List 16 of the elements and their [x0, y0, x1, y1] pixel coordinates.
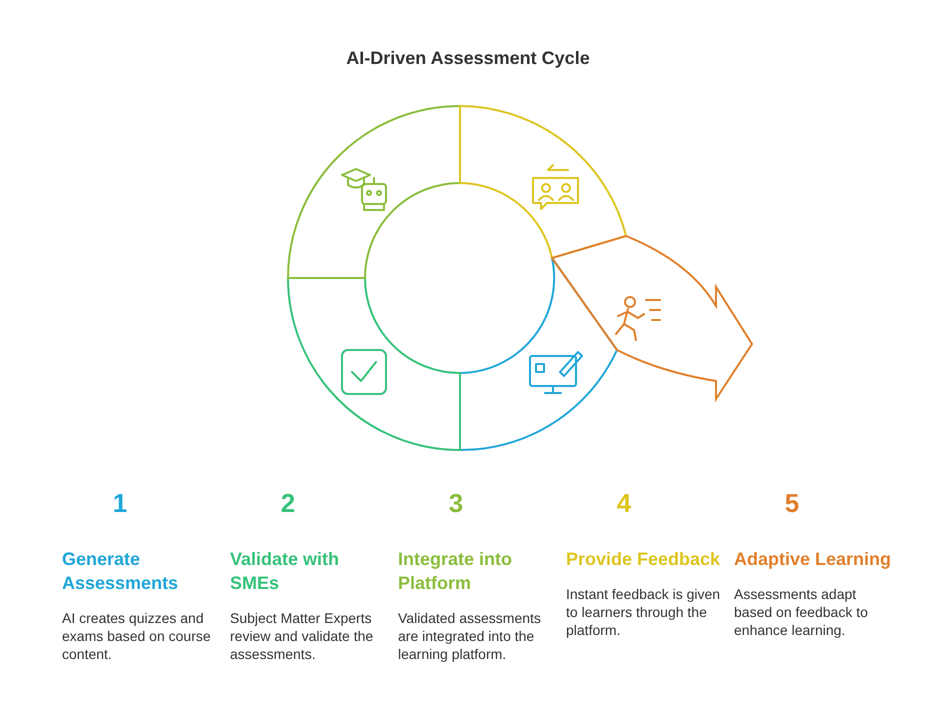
step-description: Instant feedback is given to learners through the platform. — [566, 585, 722, 639]
step-number: 4 — [616, 488, 632, 519]
step-number: 5 — [784, 488, 800, 519]
step-description: Subject Matter Experts review and validate the assessments. — [230, 609, 374, 663]
step-heading: Generate Assessments — [62, 548, 180, 595]
step-number: 1 — [112, 488, 128, 519]
step-description: AI creates quizzes and exams based on course content. — [62, 609, 212, 663]
step-heading: Provide Feedback — [566, 548, 722, 571]
step-number: 2 — [280, 488, 296, 519]
step-description: Assessments adapt based on feedback to enhance learning. — [734, 585, 869, 639]
step-heading: Adaptive Learning — [734, 548, 892, 571]
diagram-title: AI-Driven Assessment Cycle — [345, 48, 591, 69]
step-heading: Validate with SMEs — [230, 548, 340, 595]
step-number: 3 — [448, 488, 464, 519]
step-heading: Integrate into Platform — [398, 548, 514, 595]
step-description: Validated assessments are integrated into the learning platform. — [398, 609, 542, 663]
